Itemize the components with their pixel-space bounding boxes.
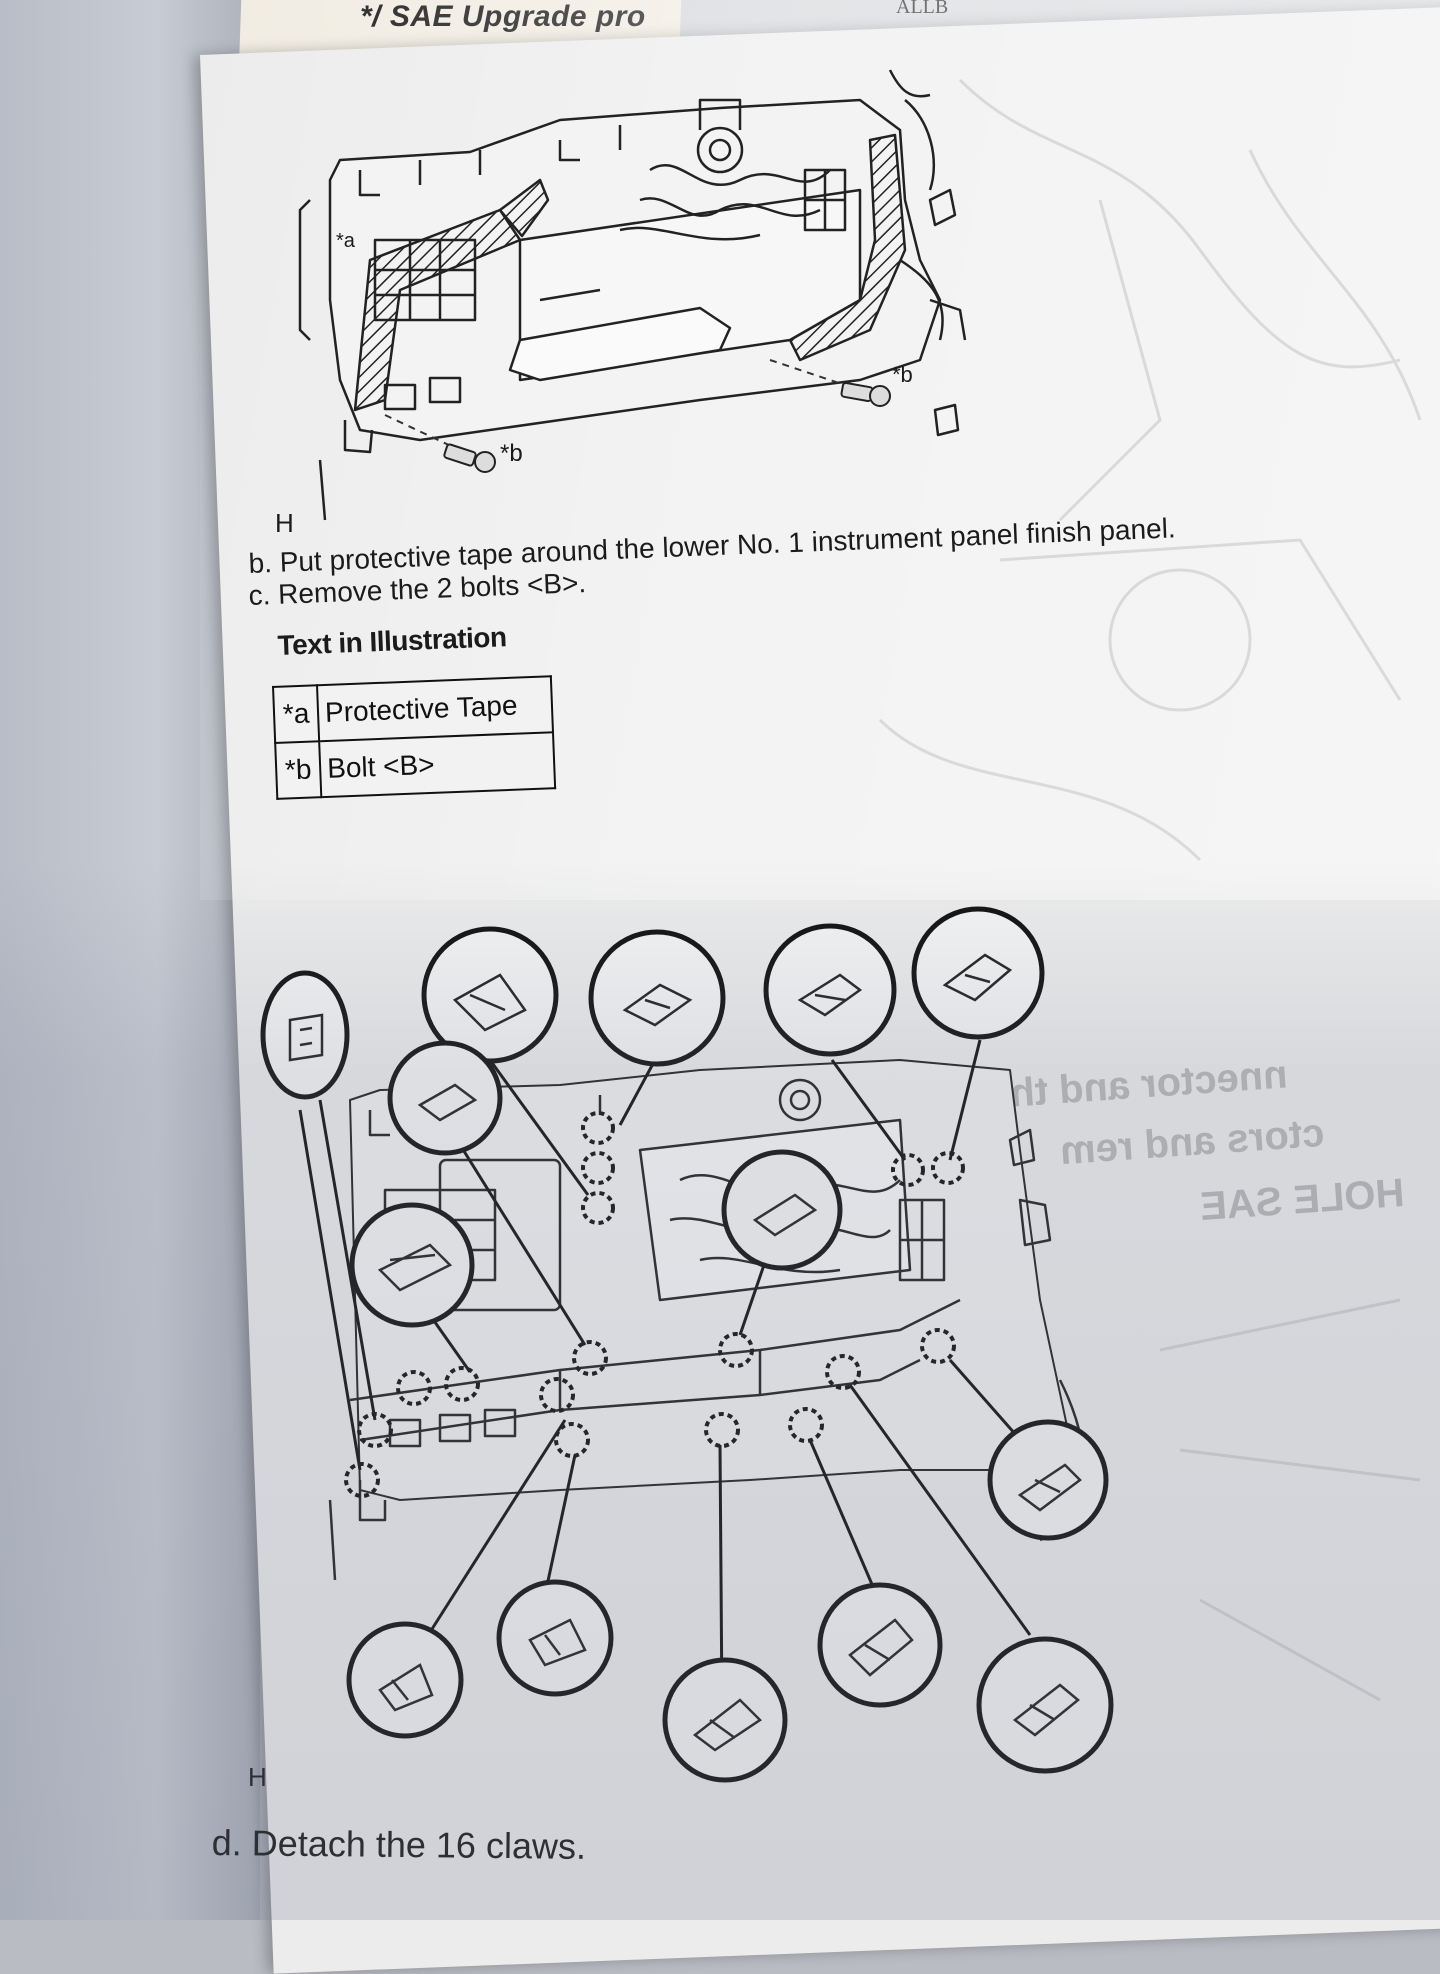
claw-bubble bbox=[911, 906, 1045, 1040]
bolt-icon-left bbox=[443, 443, 496, 473]
claw-bubble bbox=[260, 970, 350, 1100]
claw-marker bbox=[539, 1377, 575, 1413]
claw-marker bbox=[581, 1111, 615, 1145]
callout-b-right: *b bbox=[892, 362, 913, 387]
claw-bubble bbox=[421, 926, 559, 1064]
claw-marker bbox=[444, 1366, 480, 1402]
claw-marker bbox=[718, 1332, 754, 1368]
callout-a: *a bbox=[336, 230, 355, 252]
claw-bubble bbox=[588, 929, 726, 1067]
claw-marker bbox=[572, 1340, 608, 1376]
claw-marker bbox=[931, 1151, 965, 1185]
claw-leader-lines bbox=[298, 1039, 1040, 1711]
claw-marker bbox=[581, 1151, 615, 1185]
callout-b-left: *b bbox=[500, 440, 523, 467]
legend-key: *a bbox=[273, 685, 320, 743]
claw-bubble bbox=[763, 923, 897, 1057]
figure-1-section-mark: H bbox=[275, 508, 294, 538]
claw-markers bbox=[344, 1111, 965, 1498]
claw-bubble bbox=[662, 1657, 788, 1783]
bolt-icon-right bbox=[840, 381, 891, 407]
claw-marker bbox=[581, 1191, 615, 1225]
claw-marker bbox=[344, 1462, 380, 1498]
claw-bubble bbox=[387, 1040, 503, 1156]
illustrations bbox=[260, 69, 1422, 1783]
claw-marker bbox=[788, 1407, 824, 1443]
claw-bubble bbox=[817, 1582, 943, 1708]
claw-marker bbox=[825, 1354, 861, 1390]
claw-bubble bbox=[496, 1579, 614, 1697]
claw-marker bbox=[704, 1412, 740, 1448]
claw-bubble-glyphs bbox=[288, 953, 1082, 1752]
claw-marker bbox=[396, 1370, 432, 1406]
legend-key: *b bbox=[275, 741, 322, 799]
claw-marker bbox=[891, 1153, 925, 1187]
claw-marker bbox=[920, 1328, 956, 1364]
claw-bubble bbox=[721, 1149, 843, 1271]
illustration-legend-table: *a Protective Tape *b Bolt <B> bbox=[272, 675, 557, 800]
legend-value: Bolt <B> bbox=[319, 732, 556, 798]
legend-row: *b Bolt <B> bbox=[275, 732, 556, 799]
claw-bubble bbox=[987, 1419, 1109, 1541]
figure-2-section-mark: H bbox=[248, 1762, 267, 1792]
claw-bubble bbox=[976, 1636, 1114, 1774]
claw-bubble bbox=[349, 1202, 475, 1328]
claw-marker bbox=[554, 1422, 590, 1458]
legend-value: Protective Tape bbox=[317, 676, 553, 742]
step-d-text: d. Detach the 16 claws. bbox=[211, 1822, 587, 1867]
claw-bubble bbox=[346, 1621, 464, 1739]
claw-detail-bubbles bbox=[260, 906, 1114, 1783]
figure-1-glove-box-panel bbox=[298, 69, 967, 521]
